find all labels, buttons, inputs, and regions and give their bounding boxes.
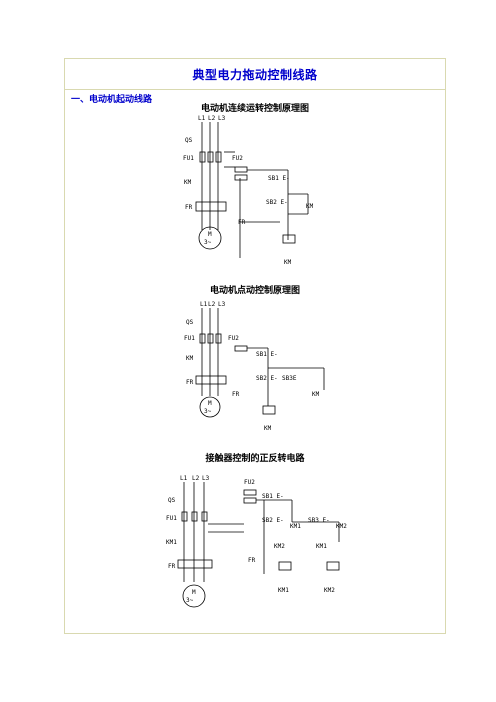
label-coil: KM <box>284 259 292 266</box>
label-coil1: KM1 <box>278 587 289 594</box>
label-sb2: SB2 E- <box>266 199 288 206</box>
section-heading: 一、电动机起动线路 <box>71 95 153 105</box>
label-fu1: FU1 <box>183 155 194 162</box>
diagram-2-schematic: L1 L2 L3 QS FU1 FU2 KM FR SB1 E- SB2 E- … <box>184 301 325 432</box>
label-motor-3: 3~ <box>204 408 212 415</box>
label-sb2: SB2 E- <box>262 517 284 524</box>
label-motor-m: M <box>208 231 212 238</box>
label-km-aux: KM <box>312 391 320 398</box>
label-km2-aux: KM2 <box>336 523 347 530</box>
label-fr: FR <box>186 379 194 386</box>
diagram-3-labels: L1 L2 L3 QS FU1 FU2 KM1 FR SB1 E- SB2 E-… <box>166 475 347 604</box>
document-title: 典型电力拖动控制线路 <box>192 68 318 82</box>
label-coil: KM <box>264 425 272 432</box>
diagram-3-title: 接触器控制的正反转电路 <box>205 454 305 464</box>
label-km: KM <box>184 179 192 186</box>
diagram-2-title: 电动机点动控制原理图 <box>209 286 300 296</box>
label-sb1: SB1 E- <box>262 493 284 500</box>
label-motor-3: 3~ <box>204 239 212 246</box>
label-coil2: KM2 <box>324 587 335 594</box>
label-fu1: FU1 <box>184 335 195 342</box>
label-sb3: SB3E <box>282 375 297 382</box>
diagram-1-labels: L1 L2 L3 QS FU1 FU2 KM FR SB1 E- SB2 E- … <box>183 115 314 266</box>
diagram-2-labels: L1 L2 L3 QS FU1 FU2 KM FR SB1 E- SB2 E- … <box>184 301 320 432</box>
label-km1-interlock: KM1 <box>316 543 327 550</box>
label-sb1: SB1 E- <box>256 351 278 358</box>
label-qs: QS <box>185 137 193 144</box>
diagram-1-title: 电动机连续运转控制原理图 <box>200 104 309 114</box>
label-qs: QS <box>186 319 194 326</box>
label-fr-contact: FR <box>238 219 246 226</box>
label-l2: L2 <box>192 475 200 482</box>
label-sb3: SB3 E- <box>308 517 330 524</box>
label-km1: KM1 <box>166 539 177 546</box>
label-l3: L3 <box>218 301 226 308</box>
label-l1: L1 <box>180 475 188 482</box>
label-l3: L3 <box>218 115 226 122</box>
label-fu1: FU1 <box>166 515 177 522</box>
label-l2: L2 <box>208 115 216 122</box>
label-motor-m: M <box>192 589 196 596</box>
label-motor-3: 3~ <box>186 597 194 604</box>
label-fu2: FU2 <box>244 479 255 486</box>
label-sb1: SB1 E- <box>268 175 290 182</box>
label-sb2: SB2 E- <box>256 375 278 382</box>
diagram-3-schematic: L1 L2 L3 QS FU1 FU2 KM1 FR SB1 E- SB2 E-… <box>166 475 347 608</box>
label-fu2: FU2 <box>228 335 239 342</box>
label-fr: FR <box>185 204 193 211</box>
title-row: 典型电力拖动控制线路 <box>65 59 445 90</box>
label-l3: L3 <box>202 475 210 482</box>
label-l1: L1 <box>200 301 208 308</box>
label-motor-m: M <box>208 400 212 407</box>
label-l2: L2 <box>208 301 216 308</box>
label-fu2: FU2 <box>232 155 243 162</box>
diagram-1-schematic: L1 L2 L3 QS FU1 FU2 KM FR SB1 E- SB2 E- … <box>183 115 314 266</box>
label-fr-contact: FR <box>232 391 240 398</box>
label-km2-interlock: KM2 <box>274 543 285 550</box>
label-km-aux: KM <box>306 203 314 210</box>
label-km1-aux: KM1 <box>290 523 301 530</box>
label-km: KM <box>186 355 194 362</box>
label-fr: FR <box>168 563 176 570</box>
label-l1: L1 <box>198 115 206 122</box>
label-fr-contact: FR <box>248 557 256 564</box>
label-qs: QS <box>168 497 176 504</box>
document-table: 典型电力拖动控制线路 一、电动机起动线路 电动机连续运转控制原理图 电动机点动控… <box>64 58 446 634</box>
